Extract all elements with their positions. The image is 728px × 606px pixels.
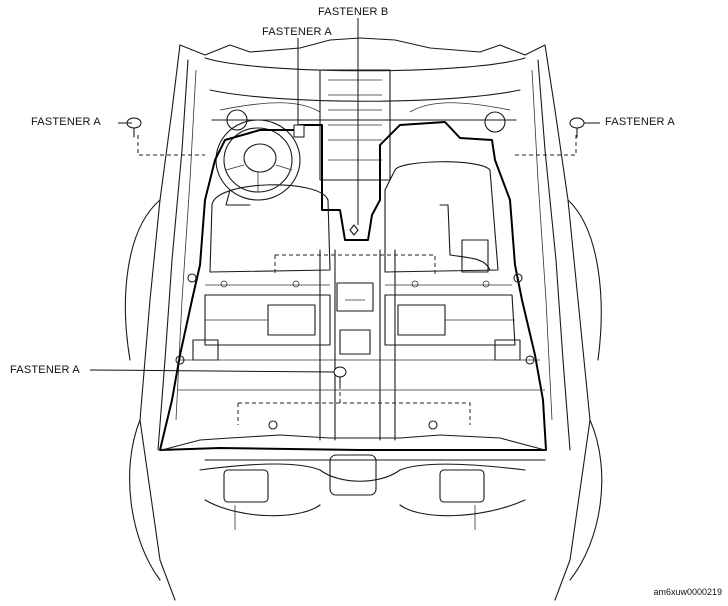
leader-lines <box>89 18 600 373</box>
steering-wheel <box>215 119 301 206</box>
fastener-a-center-leader <box>89 369 335 373</box>
carpet-outline <box>159 121 547 451</box>
fastener-a-left-label: FASTENER A <box>31 116 101 128</box>
front-floor <box>178 161 545 391</box>
fastener-a-top-marker <box>293 124 305 138</box>
fastener-a-center-label: FASTENER A <box>10 364 80 376</box>
body-shell <box>124 37 603 601</box>
dashboard <box>204 57 526 181</box>
rear-crossmember <box>161 420 546 530</box>
fastener-a-center-marker <box>333 366 347 378</box>
figure-code: am6xuw0000219 <box>653 587 722 597</box>
fastener-a-right-marker <box>569 117 585 129</box>
fastener-a-right-label: FASTENER A <box>605 116 675 128</box>
fastener-b-label: FASTENER B <box>318 6 389 18</box>
center-tunnel <box>319 249 396 441</box>
fastener-callouts <box>137 135 577 425</box>
fastener-markers <box>126 117 585 387</box>
fastener-a-top-label: FASTENER A <box>262 26 332 38</box>
